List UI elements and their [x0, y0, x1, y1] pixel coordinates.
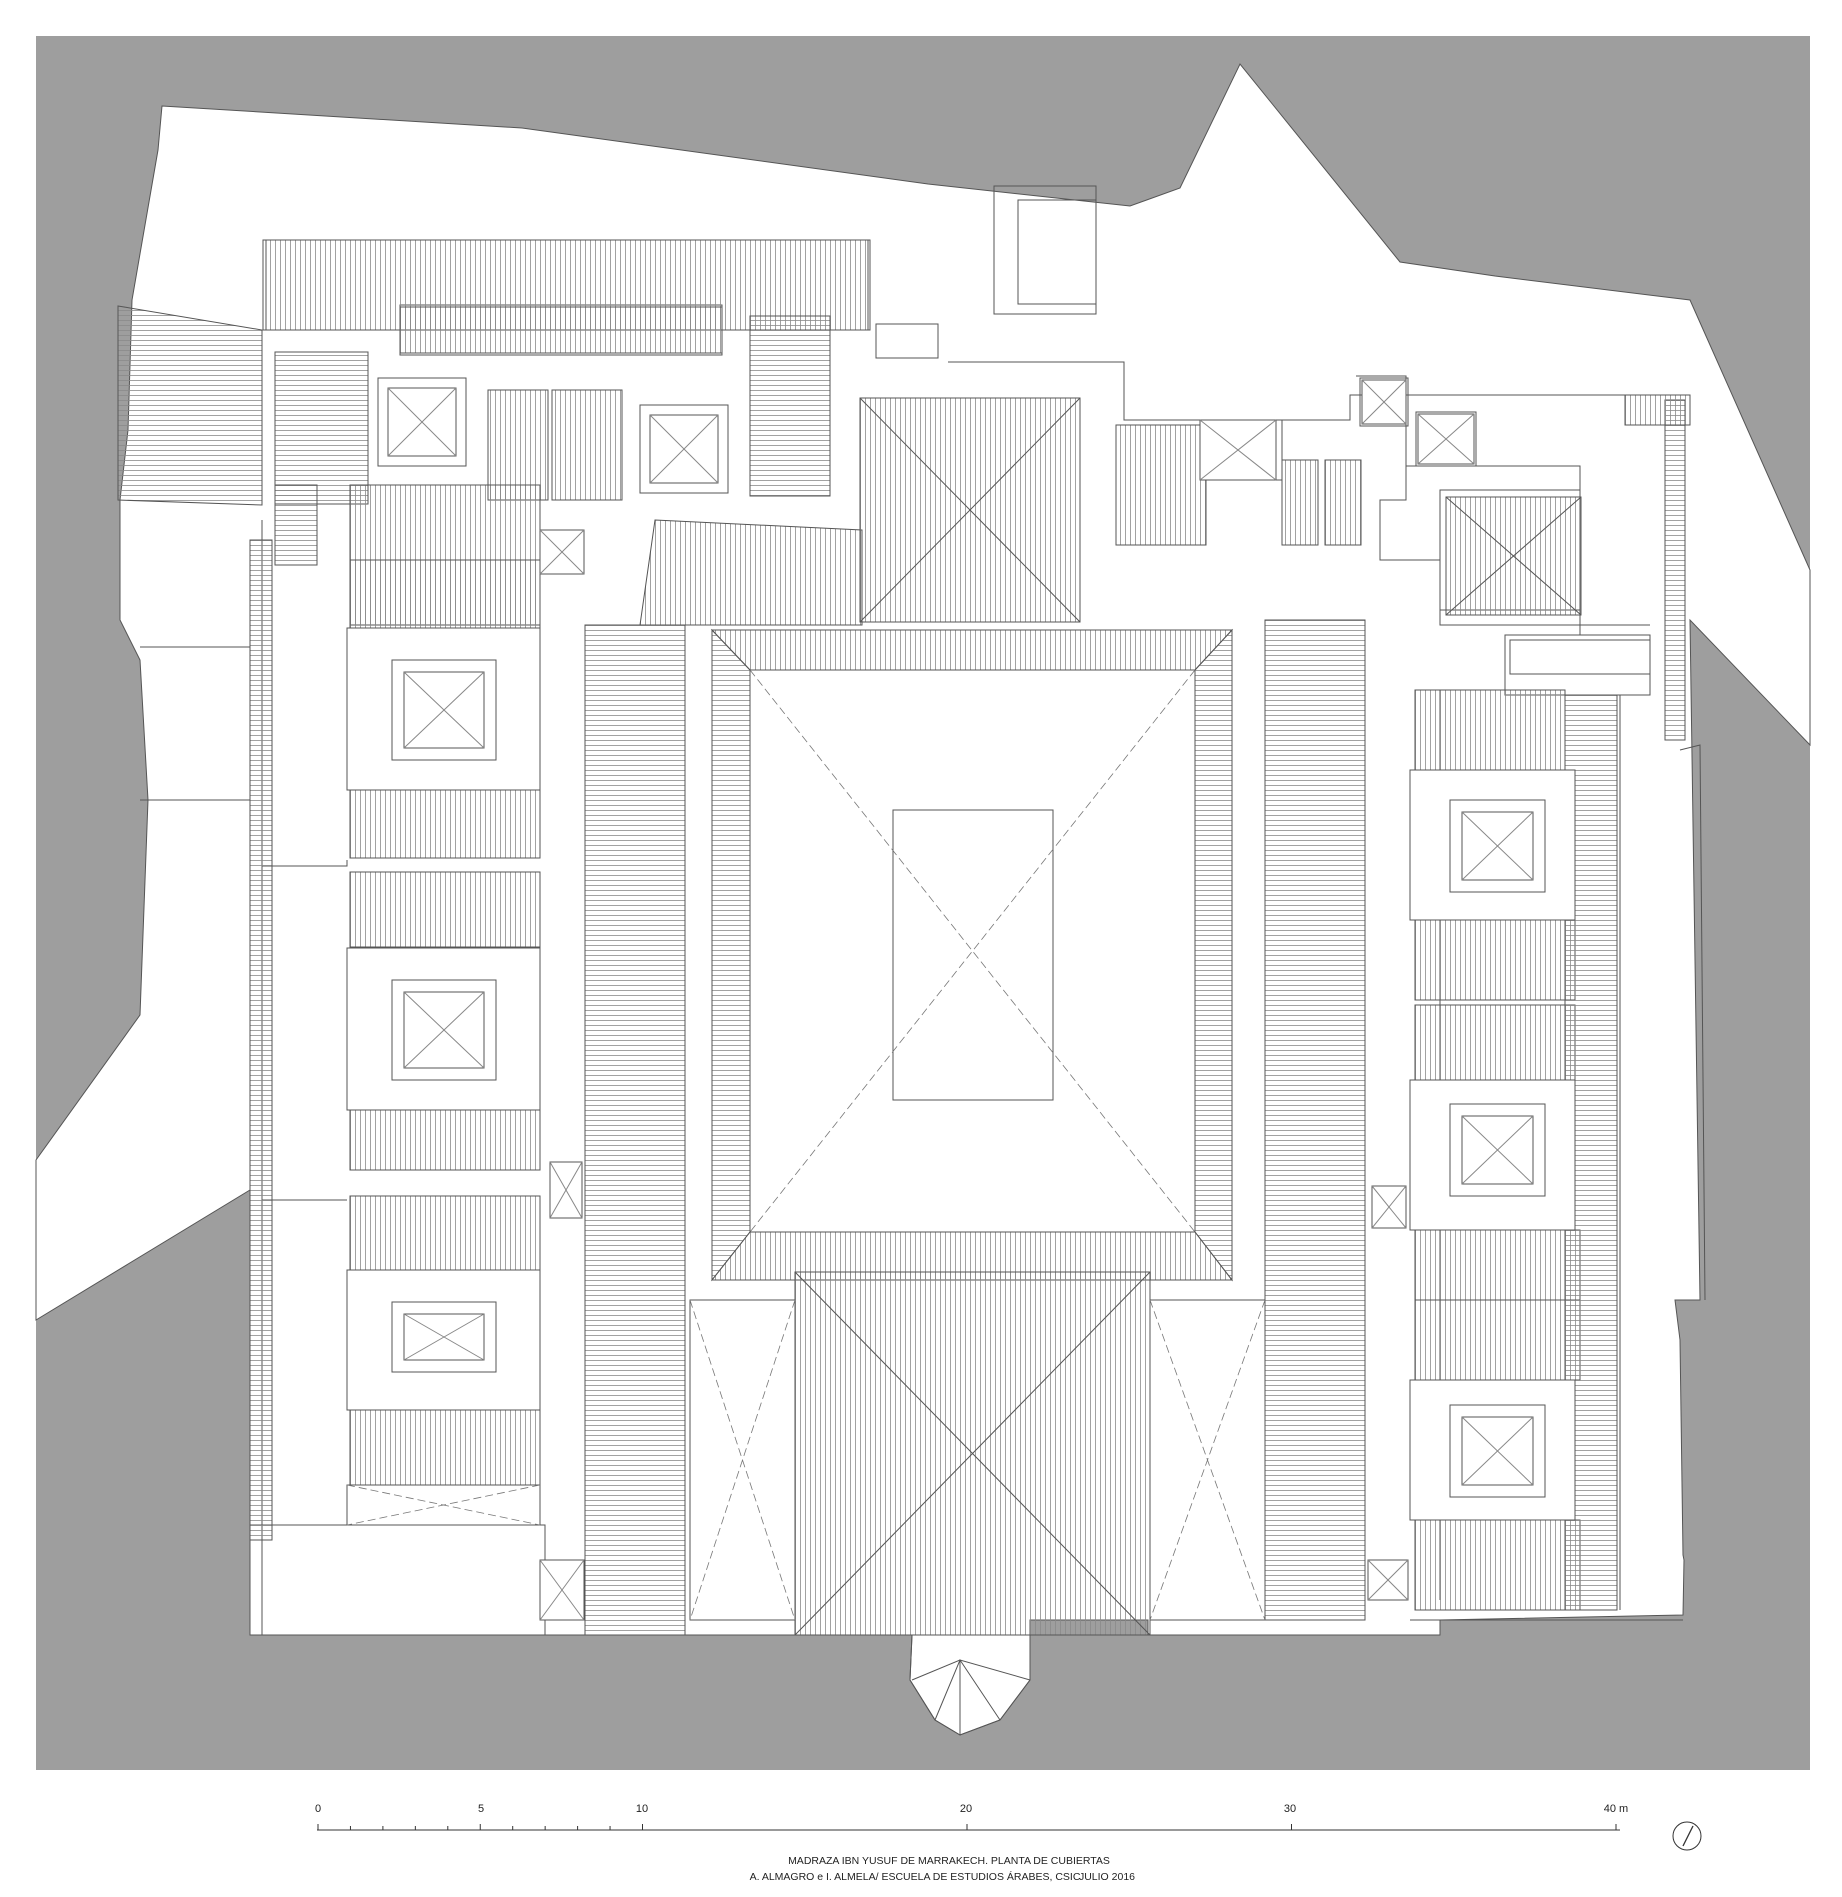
scale-label-20: 20: [960, 1803, 972, 1815]
scale-label-5: 5: [478, 1803, 484, 1815]
drawing-title: MADRAZA IBN YUSUF DE MARRAKECH. PLANTA D…: [788, 1855, 1110, 1867]
hip-lines: [346, 669, 1266, 1621]
scale-bar: 0 5 10 20 30 40 m: [315, 1803, 1628, 1831]
drawing-authors: A. ALMAGRO e I. ALMELA/ ESCUELA DE ESTUD…: [750, 1870, 1081, 1883]
scale-label-40m: 40 m: [1604, 1803, 1628, 1815]
drawing-date: JULIO 2016: [1079, 1871, 1135, 1883]
scale-label-30: 30: [1284, 1803, 1296, 1815]
roof-slopes-hatched: [117, 239, 1691, 1636]
scale-label-10: 10: [636, 1803, 648, 1815]
scale-label-0: 0: [315, 1803, 321, 1815]
north-arrow-icon: [1672, 1821, 1702, 1851]
courtyard-and-panels: [346, 627, 1576, 1621]
skylights: [377, 377, 1546, 1621]
